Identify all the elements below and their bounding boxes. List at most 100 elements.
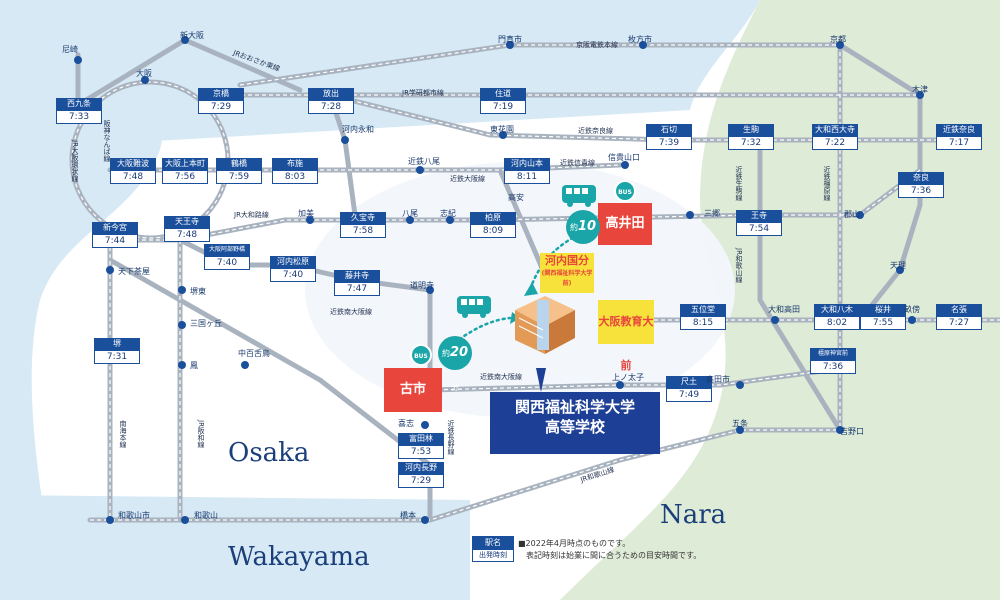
label-kawachieiwa: 河内永和	[342, 125, 374, 134]
label-shigisanguchi: 信貴山口	[608, 153, 640, 162]
school-building-icon	[515, 296, 575, 354]
line-kintetsu-shigi: 近鉄信貴線	[560, 159, 595, 167]
legend-time: 出発時刻	[472, 549, 514, 562]
label-tengachaya: 天下茶屋	[118, 267, 150, 276]
label-tenri: 天理	[890, 261, 906, 270]
region-wakayama: Wakayama	[228, 542, 370, 572]
bus-time-badge-10: 約10分	[566, 210, 600, 266]
line-jr-wakayama-1: JR和歌山線	[735, 248, 743, 283]
line-kintetsu-nara: 近鉄奈良線	[578, 127, 613, 135]
label-shiki: 志紀	[440, 209, 456, 218]
bus-arrow-1	[524, 282, 538, 296]
label-sakaihigashi: 堺東	[190, 287, 206, 296]
note-line1: ■2022年4月時点のものです。	[518, 539, 631, 548]
label-kizu: 木津	[912, 85, 928, 94]
label-koriyama: 郡山	[844, 210, 860, 219]
station-takaida: 高井田	[598, 203, 652, 245]
line-jr-yamatoji: JR大和路線	[234, 211, 269, 219]
sea-west	[0, 0, 163, 600]
bus-pin-takaida: BUS	[614, 180, 636, 202]
label-hirakata: 枚方市	[628, 35, 652, 44]
label-shinosaka: 新大阪	[180, 31, 204, 40]
label-hashimoto: 橋本	[400, 511, 416, 520]
label-domyoji: 道明寺	[410, 281, 434, 290]
station-kawachikokubu: 河内国分 (関西福祉科学大学前)	[540, 253, 594, 293]
bus-time-badge-20: 約20分	[438, 336, 472, 392]
label-kishi: 喜志	[398, 419, 414, 428]
note: ■2022年4月時点のものです。 表記時刻は始業に間に合うための目安時間です。	[518, 538, 701, 562]
region-nara: Nara	[660, 500, 727, 530]
kawachikokubu-subtitle: (関西福祉科学大学前)	[541, 270, 593, 287]
label-takadashi: 高田市	[706, 375, 730, 384]
label-kyoto: 京都	[830, 35, 846, 44]
line-kintetsu-ikoma: 近鉄生駒線	[735, 166, 743, 201]
school-name-line2: 高等学校	[544, 418, 605, 436]
label-takayasu: 高安	[508, 193, 524, 202]
label-osaka: 大阪	[136, 69, 152, 78]
line-jr-hanwa: JR阪和線	[197, 420, 205, 448]
label-gojo: 五条	[732, 419, 748, 428]
line-kintetsu-osaka: 近鉄大阪線	[450, 175, 485, 183]
line-kintetsu-minamiosaka-1: 近鉄南大阪線	[330, 308, 372, 316]
station-dots	[74, 36, 924, 524]
note-line2: 表記時刻は始業に間に合うための目安時間です。	[526, 551, 702, 560]
label-otori: 鳳	[190, 361, 198, 370]
legend-name: 駅名	[472, 536, 514, 549]
line-kintetsu-kashihara: 近鉄橿原線	[823, 166, 831, 201]
sea-north	[0, 0, 760, 150]
region-osaka: Osaka	[228, 438, 310, 468]
school-name-box: 関西福祉科学大学 高等学校	[490, 392, 660, 454]
label-amagasaki: 尼崎	[62, 45, 78, 54]
label-kintetsuyao: 近鉄八尾	[408, 157, 440, 166]
label-sango: 三郷	[704, 209, 720, 218]
line-jr-osaka-loop: JR大阪環状線	[71, 140, 79, 182]
bus-icon-takaida	[562, 185, 596, 207]
label-yao: 八尾	[402, 209, 418, 218]
label-unebi: 畝傍	[904, 305, 920, 314]
school-name-line1: 関西福祉科学大学	[514, 398, 635, 416]
kawachikokubu-name: 河内国分	[545, 254, 589, 267]
label-yamatotakada: 大和高田	[768, 305, 800, 314]
line-kintetsu-minamiosaka-2: 近鉄南大阪線	[480, 373, 522, 381]
bus-icon-furuichi	[457, 296, 491, 318]
label-wakayamashi: 和歌山市	[118, 511, 150, 520]
station-furuichi: 古市	[384, 368, 442, 412]
line-hanshin-namba: 阪神なんば線	[103, 120, 111, 162]
label-mikunigaoka: 三国ヶ丘	[190, 319, 222, 328]
label-kami: 加美	[298, 209, 314, 218]
station-osakakyoikudaimae: 大阪教育大前	[598, 300, 654, 372]
school-pointer	[536, 368, 546, 392]
bus-pin-furuichi: BUS	[410, 344, 432, 366]
legend: 駅名 出発時刻	[472, 536, 514, 562]
line-kintetsu-nagano: 近鉄長野線	[447, 420, 455, 455]
